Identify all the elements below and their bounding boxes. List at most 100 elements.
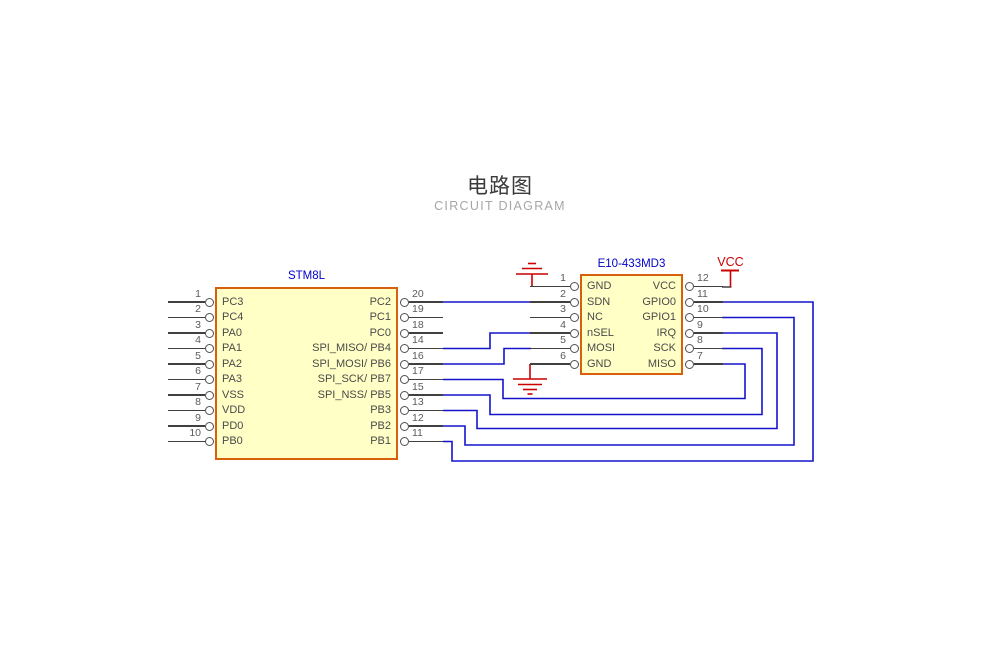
pin-label-e10-gpio0: GPIO0 <box>642 295 676 308</box>
pin-number-e10-3: 3 <box>560 303 566 315</box>
pin-circle-e10-5 <box>569 344 579 353</box>
net-wires <box>443 301 814 462</box>
net-pb3-irq <box>443 332 778 430</box>
pin-label-stm8l-pa0: PA0 <box>222 326 242 339</box>
pin-number-e10-7: 7 <box>697 349 703 362</box>
pin-circle-e10-1 <box>569 282 579 291</box>
net-pb1-gpio0 <box>443 301 814 462</box>
pin-circle-e10-7 <box>684 359 694 369</box>
pin-stub-stm8l-9 <box>168 425 205 427</box>
pin-circle-e10-6 <box>569 359 579 369</box>
pin-label-e10-nc: NC <box>587 311 603 323</box>
net-pb6-mosi <box>443 347 531 365</box>
pin-circle-stm8l-14 <box>399 344 409 353</box>
pin-stub-stm8l-14 <box>408 347 443 350</box>
pin-stub-e10-2 <box>530 301 570 303</box>
pin-label-stm8l-spi-mosi-pb6: SPI_MOSI/ PB6 <box>312 357 391 370</box>
pin-stub-e10-11 <box>693 301 723 303</box>
pin-number-stm8l-3: 3 <box>195 318 201 331</box>
pin-circle-e10-3 <box>569 313 579 322</box>
pin-circle-e10-8 <box>684 344 694 353</box>
pin-stub-stm8l-11 <box>408 440 443 443</box>
pin-stub-e10-5 <box>530 347 570 350</box>
pin-label-e10-sck: SCK <box>653 342 676 354</box>
pin-stub-stm8l-18 <box>408 332 443 334</box>
pin-number-stm8l-10: 10 <box>189 427 201 439</box>
pin-stub-e10-10 <box>693 316 723 319</box>
pin-number-stm8l-6: 6 <box>195 365 201 377</box>
pin-label-e10-mosi: MOSI <box>587 342 616 354</box>
pin-circle-stm8l-15 <box>399 390 409 400</box>
pin-number-stm8l-16: 16 <box>412 349 424 362</box>
pin-stub-stm8l-2 <box>168 316 205 319</box>
pin-label-stm8l-pc2: PC2 <box>369 295 391 308</box>
pin-number-stm8l-9: 9 <box>195 411 201 424</box>
pin-label-stm8l-pb3: PB3 <box>370 404 391 416</box>
pin-circle-stm8l-17 <box>399 375 409 384</box>
pin-number-stm8l-13: 13 <box>412 396 424 408</box>
pin-stub-stm8l-17 <box>408 378 443 381</box>
pin-number-e10-5: 5 <box>560 334 566 346</box>
pin-label-e10-gpio1: GPIO1 <box>642 311 676 323</box>
pin-label-stm8l-pc3: PC3 <box>222 295 244 308</box>
pin-stub-stm8l-15 <box>408 394 443 396</box>
net-pb4-nsel <box>443 332 531 350</box>
pin-number-stm8l-17: 17 <box>412 365 424 377</box>
pin-number-stm8l-7: 7 <box>195 380 201 393</box>
pin-stub-stm8l-19 <box>408 316 443 319</box>
pin-circle-e10-2 <box>569 297 579 307</box>
pin-number-stm8l-11: 11 <box>412 427 423 439</box>
pin-stub-stm8l-8 <box>168 409 205 412</box>
pin-number-stm8l-20: 20 <box>412 287 424 300</box>
pin-circle-stm8l-10 <box>204 437 214 446</box>
pin-number-stm8l-4: 4 <box>195 334 201 346</box>
pin-circle-stm8l-3 <box>204 328 214 338</box>
pin-stub-stm8l-6 <box>168 378 205 381</box>
pin-number-stm8l-15: 15 <box>412 380 424 393</box>
pin-number-stm8l-2: 2 <box>195 303 201 315</box>
pin-number-e10-2: 2 <box>560 287 566 300</box>
pin-label-stm8l-spi-sck-pb7: SPI_SCK/ PB7 <box>317 373 391 385</box>
pin-label-stm8l-pb1: PB1 <box>370 435 391 447</box>
pin-circle-stm8l-8 <box>204 406 214 415</box>
pin-number-e10-12: 12 <box>697 272 709 284</box>
pin-number-e10-11: 11 <box>697 287 708 300</box>
pin-circle-e10-10 <box>684 313 694 322</box>
pin-circle-e10-12 <box>684 282 694 291</box>
net-pb5-sck <box>443 347 763 416</box>
pin-circle-stm8l-16 <box>399 359 409 369</box>
pin-stub-e10-4 <box>530 332 570 334</box>
pin-circle-stm8l-5 <box>204 359 214 369</box>
pin-circle-stm8l-4 <box>204 344 214 353</box>
pin-number-e10-6: 6 <box>560 349 566 362</box>
pin-stub-e10-6 <box>530 363 570 365</box>
pin-label-stm8l-vss: VSS <box>222 388 245 401</box>
pin-stub-e10-3 <box>530 316 570 319</box>
pin-circle-stm8l-1 <box>204 297 214 307</box>
pin-label-e10-irq: IRQ <box>656 326 676 339</box>
pin-circle-stm8l-20 <box>399 297 409 307</box>
ground-symbol-top <box>516 262 548 287</box>
pin-stub-stm8l-13 <box>408 409 443 412</box>
pin-stub-e10-9 <box>693 332 723 334</box>
net-pb2-gpio1 <box>443 316 795 446</box>
pin-circle-stm8l-2 <box>204 313 214 322</box>
pin-stub-stm8l-4 <box>168 347 205 350</box>
pin-label-stm8l-pc4: PC4 <box>222 311 244 323</box>
pin-number-stm8l-18: 18 <box>412 318 424 331</box>
pin-circle-stm8l-19 <box>399 313 409 322</box>
pin-circle-stm8l-18 <box>399 328 409 338</box>
pin-number-e10-4: 4 <box>560 318 566 331</box>
pin-circle-stm8l-11 <box>399 437 409 446</box>
pin-stub-e10-8 <box>693 347 723 350</box>
chip-e10-433md3-title: E10-433MD3 <box>597 258 666 270</box>
pin-label-e10-miso: MISO <box>647 357 676 370</box>
pin-label-stm8l-vdd: VDD <box>222 404 246 416</box>
ground-symbol-bottom <box>513 364 547 395</box>
pin-label-e10-nsel: nSEL <box>587 326 614 339</box>
pin-label-e10-vcc: VCC <box>652 280 676 292</box>
pin-circle-e10-9 <box>684 328 694 338</box>
page-title: 电路图 <box>467 175 533 198</box>
pin-number-e10-10: 10 <box>697 303 709 315</box>
